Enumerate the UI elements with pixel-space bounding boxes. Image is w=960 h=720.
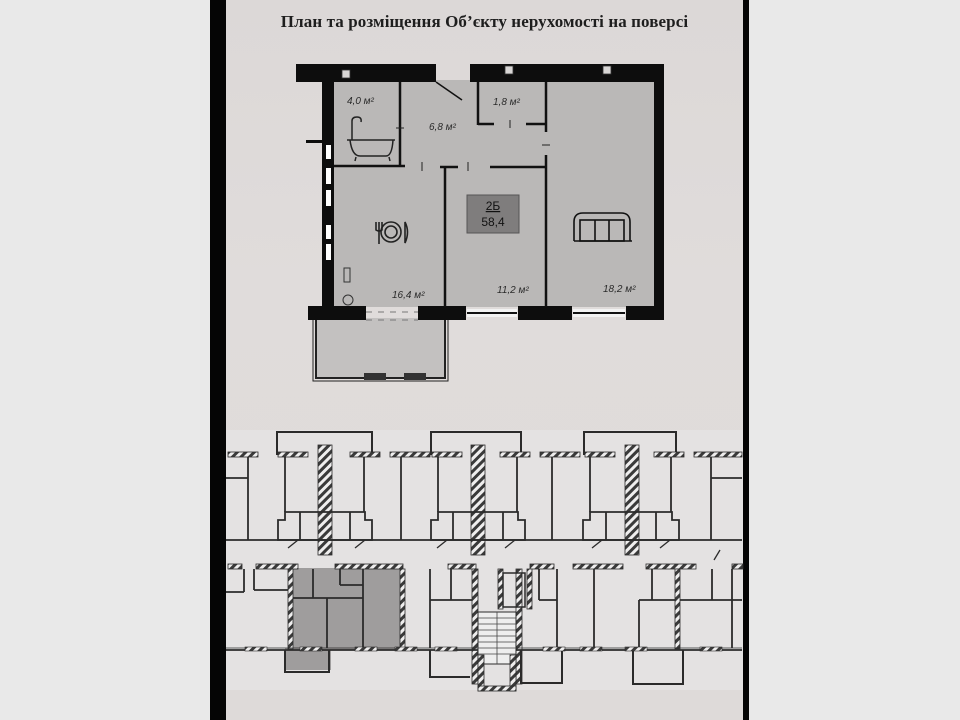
room-area-bathroom: 4,0 м²: [347, 96, 375, 107]
lower-bays: [284, 650, 684, 685]
left-wall-windows: [326, 145, 331, 260]
right-frame-border: [743, 0, 749, 720]
door-marks: [396, 120, 550, 171]
sofa-icon: [573, 212, 632, 242]
lower-corridor-wall: [227, 563, 744, 685]
apartment-floor-area: [330, 80, 660, 307]
unit-total-area: 58,4: [481, 215, 505, 229]
interior-walls: [334, 81, 548, 307]
document-title: План та розміщення Об’єкту нерухомості н…: [280, 12, 689, 31]
room-area-hallway: 6,8 м²: [429, 122, 457, 133]
dining-plate-icon: [375, 221, 409, 244]
balcony-area: [316, 318, 446, 378]
unit-rooms-label: 2Б: [486, 199, 501, 213]
top-bays: [276, 431, 677, 455]
highlighted-apartment: [285, 568, 403, 670]
corridor-doors: [287, 539, 721, 561]
room-area-storage: 1,8 м²: [493, 97, 521, 108]
bottom-windows: [467, 309, 625, 317]
room-area-living-room: 18,2 м²: [603, 284, 636, 295]
vent-icons: [341, 65, 612, 79]
upper-partitions: [226, 457, 742, 541]
apartment-plan: 4,0 м² 6,8 м² 1,8 м² 16,4 м² 11,2 м² 18,…: [296, 64, 664, 382]
room-area-bedroom: 11,2 м²: [497, 285, 529, 296]
exterior-walls: [296, 64, 664, 320]
unit-badge: [466, 194, 520, 234]
balcony-windows: [364, 373, 426, 380]
lower-wall-windows: [244, 646, 723, 652]
building-floor-plan: [226, 430, 744, 692]
left-frame-border: [210, 0, 226, 720]
upper-wall: [227, 444, 743, 556]
bathtub-icon: [347, 116, 395, 162]
room-area-kitchen: 16,4 м²: [392, 290, 425, 301]
stairwell: [477, 572, 526, 692]
kitchen-appliance-icon: [342, 267, 354, 306]
